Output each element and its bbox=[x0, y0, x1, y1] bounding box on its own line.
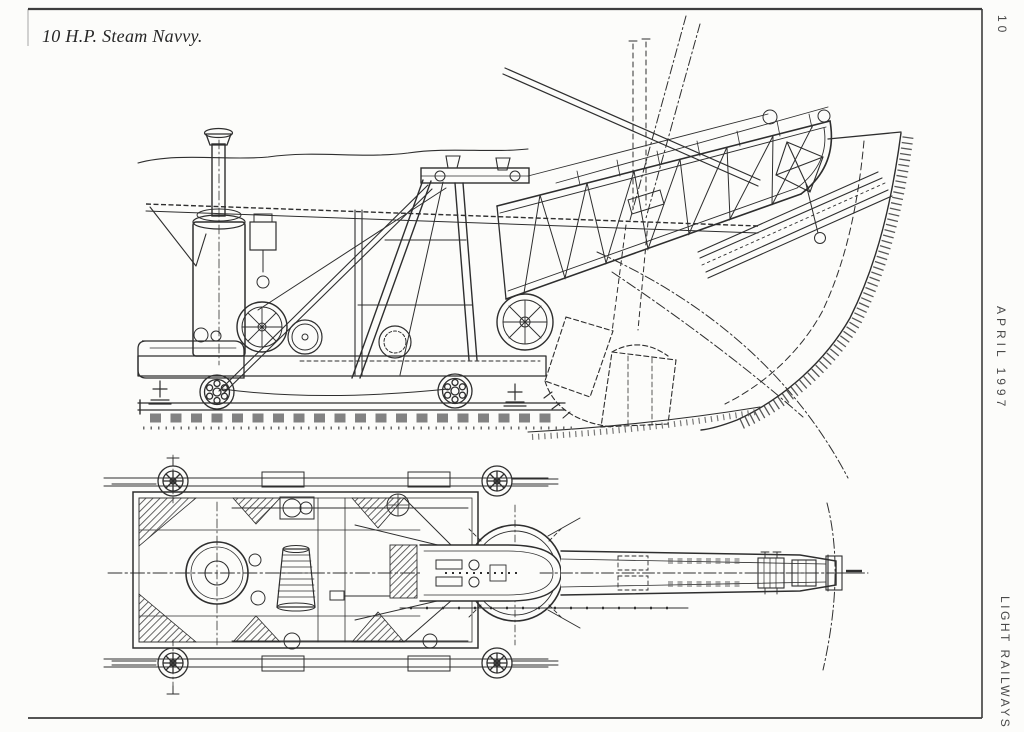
page-frame-border bbox=[27, 7, 983, 719]
boom-handrail bbox=[555, 106, 829, 184]
a-frame-tower bbox=[218, 113, 769, 395]
saddle-block bbox=[627, 189, 665, 215]
vertical-boiler bbox=[192, 127, 277, 366]
plan-view bbox=[103, 454, 869, 695]
swing-radius-arcs bbox=[596, 251, 849, 479]
excavation-floor bbox=[527, 406, 761, 440]
page-number: 10 bbox=[995, 15, 1009, 37]
boom-pulley-block bbox=[757, 551, 817, 595]
plan-wheel bbox=[157, 647, 189, 679]
plan-wheel bbox=[481, 647, 513, 679]
travel-wheel-rear bbox=[437, 373, 473, 409]
lattice-boom bbox=[496, 106, 833, 351]
canopy-roof bbox=[145, 203, 759, 376]
boom-foot-sheave bbox=[496, 293, 554, 351]
plan-chassis bbox=[132, 491, 479, 649]
plan-boiler bbox=[185, 501, 266, 646]
handle-guide-tongue bbox=[419, 544, 562, 602]
chimney bbox=[211, 143, 226, 217]
publication-name: LIGHT RAILWAYS bbox=[998, 596, 1012, 730]
front-stay bbox=[218, 184, 433, 395]
roof-post bbox=[354, 209, 363, 376]
dipper-handle bbox=[502, 67, 893, 279]
plan-dipper-dashed bbox=[617, 555, 649, 591]
steam-engine-block bbox=[249, 221, 277, 251]
plan-boom bbox=[399, 550, 865, 610]
dipper-bucket bbox=[543, 316, 677, 428]
carriage-chassis bbox=[137, 340, 547, 407]
winch-drum bbox=[276, 548, 316, 608]
excavation-bank bbox=[700, 132, 914, 431]
drawing-caption: 10 H.P. Steam Navvy. bbox=[42, 26, 203, 46]
issue-date: APRIL 1997 bbox=[994, 306, 1008, 411]
side-elevation-view bbox=[137, 15, 914, 479]
hoist-cable bbox=[527, 113, 769, 177]
travel-wheel-front bbox=[199, 374, 235, 410]
plan-swing-arc bbox=[822, 502, 836, 671]
rail-track bbox=[137, 399, 572, 430]
plan-wheel bbox=[481, 465, 513, 497]
back-stay bbox=[257, 187, 447, 311]
ground-surface-line bbox=[137, 131, 902, 164]
rack-block bbox=[389, 544, 418, 599]
